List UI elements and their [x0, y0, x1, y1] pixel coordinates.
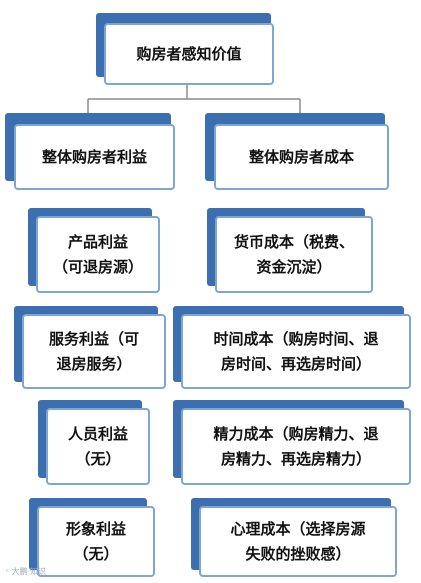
right-item-3-label: 精力成本（购房精力、退 房精力、再选房精力） — [213, 424, 379, 468]
right-header-box: 整体购房者成本 — [214, 124, 389, 190]
right-item-3: 精力成本（购房精力、退 房精力、再选房精力） — [181, 408, 411, 485]
root-label: 购房者感知价值 — [136, 44, 242, 63]
watermark: ᶜ 大鹏·知识 — [6, 567, 47, 576]
right-item-1-label: 货币成本（税费、 资金沉淀） — [233, 232, 354, 276]
left-item-1-label: 产品利益 （可退房源） — [52, 232, 143, 276]
left-item-3-label: 人员利益 （无） — [67, 424, 128, 468]
left-item-1: 产品利益 （可退房源） — [36, 216, 160, 293]
right-item-2: 时间成本（购房时间、退 房时间、再选房时间） — [181, 314, 411, 389]
left-header-box: 整体购房者利益 — [14, 124, 175, 190]
left-item-4-label: 形象利益 （无） — [65, 519, 126, 563]
root-box: 购房者感知价值 — [104, 23, 274, 85]
right-item-1: 货币成本（税费、 资金沉淀） — [215, 216, 373, 293]
left-item-2: 服务利益（可 退房服务） — [22, 314, 166, 389]
right-header-label: 整体购房者成本 — [248, 147, 354, 166]
right-item-4-label: 心理成本（选择房源 失败的挫败感） — [230, 519, 366, 563]
left-item-2-label: 服务利益（可 退房服务） — [48, 329, 139, 373]
left-item-4: 形象利益 （无） — [37, 506, 155, 577]
left-header-label: 整体购房者利益 — [41, 147, 147, 166]
left-item-3: 人员利益 （无） — [46, 408, 150, 485]
right-item-2-label: 时间成本（购房时间、退 房时间、再选房时间） — [213, 329, 379, 373]
right-item-4: 心理成本（选择房源 失败的挫败感） — [199, 506, 397, 577]
